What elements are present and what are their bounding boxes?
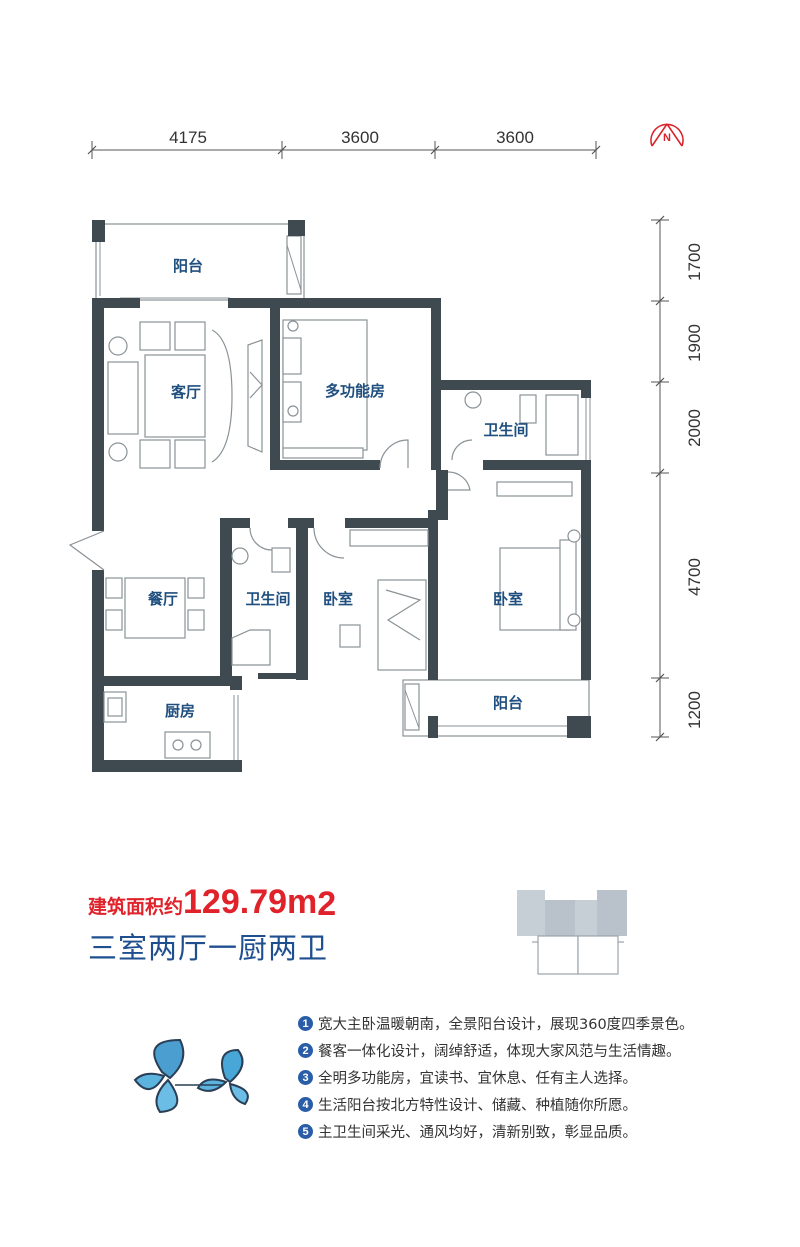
feature-list: 1 宽大主卧温暖朝南，全景阳台设计，展现360度四季景色。 2 餐客一体化设计，… xyxy=(298,1010,694,1145)
room-label-living-room: 客厅 xyxy=(170,383,201,401)
feature-item: 2 餐客一体化设计，阔绰舒适，体现大家风范与生活情趣。 xyxy=(298,1037,694,1064)
feature-text: 生活阳台按北方特性设计、储藏、种植随你所愿。 xyxy=(318,1098,637,1114)
feature-item: 4 生活阳台按北方特性设计、储藏、种植随你所愿。 xyxy=(298,1091,694,1118)
feature-number-badge: 4 xyxy=(298,1097,313,1112)
room-label-bedroom-master: 卧室 xyxy=(493,590,523,608)
feature-text: 主卫生间采光、通风均好，清新别致，彰显品质。 xyxy=(318,1125,637,1141)
area-summary: 建筑面积约129.79m2 xyxy=(88,883,337,923)
dim-right-5: 1200 xyxy=(685,691,704,729)
compass-letter: N xyxy=(663,132,671,144)
room-label-bathroom-small: 卫生间 xyxy=(245,590,290,608)
dim-top-1: 4175 xyxy=(169,128,207,147)
feature-text: 餐客一体化设计，阔绰舒适，体现大家风范与生活情趣。 xyxy=(318,1044,681,1060)
feature-number-badge: 5 xyxy=(298,1124,313,1139)
room-label-kitchen: 厨房 xyxy=(165,702,195,720)
room-label-balcony-north: 阳台 xyxy=(173,257,203,275)
doors xyxy=(68,299,473,571)
walls xyxy=(92,220,591,772)
area-label: 建筑面积约 xyxy=(88,896,184,918)
dim-top-3: 3600 xyxy=(496,128,534,147)
dim-right-2: 1900 xyxy=(685,324,704,362)
feature-text: 全明多功能房，宜读书、宜休息、任有主人选择。 xyxy=(318,1071,637,1087)
feature-item: 1 宽大主卧温暖朝南，全景阳台设计，展现360度四季景色。 xyxy=(298,1010,694,1037)
area-unit: m xyxy=(287,883,318,921)
feature-item: 3 全明多功能房，宜读书、宜休息、任有主人选择。 xyxy=(298,1064,694,1091)
room-label-multi-room: 多功能房 xyxy=(325,382,385,400)
layout-title: 三室两厅一厨两卫 xyxy=(88,931,329,965)
building-keyplan-icon xyxy=(517,890,627,975)
dim-right-4: 4700 xyxy=(685,558,704,596)
area-unit-sup: 2 xyxy=(317,885,337,923)
area-value: 129.79 xyxy=(183,883,288,921)
right-dimension-line: 1700 1900 2000 4700 1200 xyxy=(651,215,704,742)
feature-text: 宽大主卧温暖朝南，全景阳台设计，展现360度四季景色。 xyxy=(318,1017,694,1033)
feature-number-badge: 1 xyxy=(298,1016,313,1031)
feature-number-badge: 2 xyxy=(298,1043,313,1058)
window-lines xyxy=(95,223,591,765)
room-label-bathroom-master: 卫生间 xyxy=(483,421,528,439)
room-labels: 阳台 客厅 多功能房 卫生间 餐厅 卫生间 卧室 卧室 厨房 阳台 xyxy=(148,257,529,720)
dim-top-2: 3600 xyxy=(341,128,379,147)
dim-right-1: 1700 xyxy=(685,243,704,281)
compass-north-icon: N xyxy=(650,123,684,147)
feature-item: 5 主卫生间采光、通风均好，清新别致，彰显品质。 xyxy=(298,1118,694,1145)
dim-right-3: 2000 xyxy=(685,409,704,447)
top-dimension-line: 4175 3600 3600 xyxy=(87,128,601,159)
room-label-balcony-south: 阳台 xyxy=(493,694,523,712)
room-label-dining: 餐厅 xyxy=(148,590,178,608)
butterfly-icon xyxy=(133,1038,249,1114)
furniture xyxy=(103,319,581,759)
room-label-bedroom-second: 卧室 xyxy=(323,590,353,608)
feature-number-badge: 3 xyxy=(298,1070,313,1085)
